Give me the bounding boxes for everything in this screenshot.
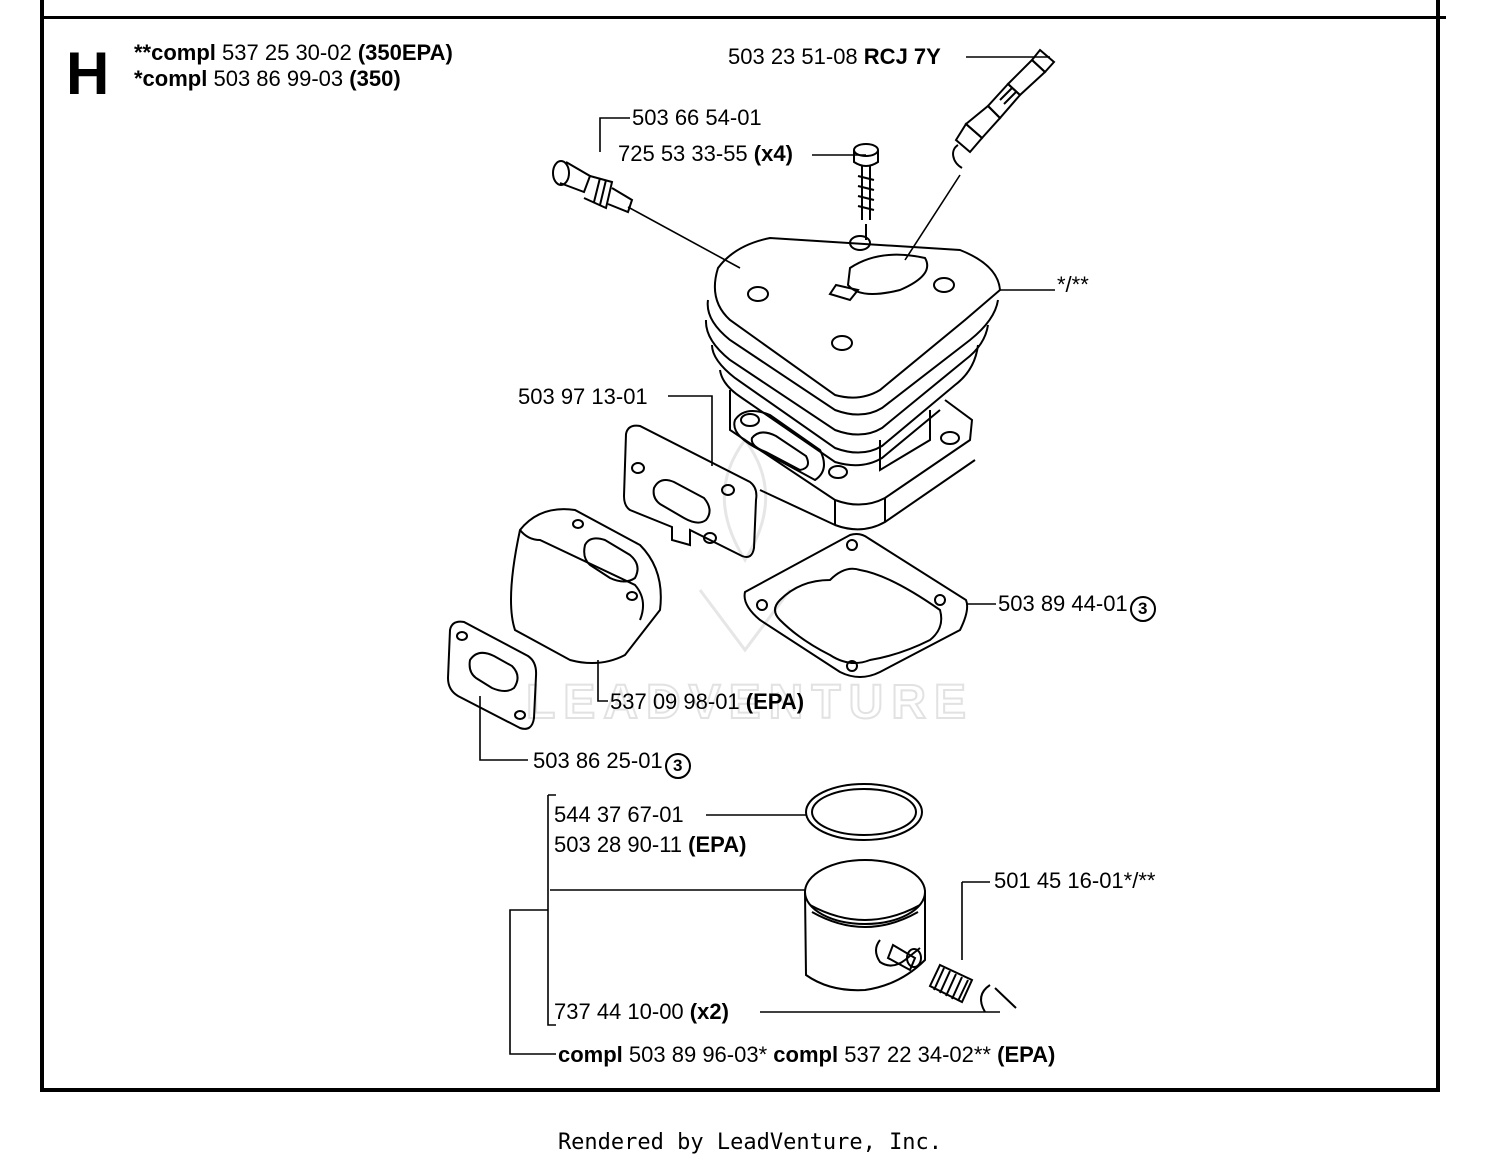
screw-number: 725 53 33-55 (618, 141, 748, 166)
section-letter: H (66, 40, 110, 107)
piston-kit-note: (EPA) (997, 1042, 1056, 1067)
screw-label[interactable]: 725 53 33-55 (x4) (618, 143, 793, 165)
piston-ring-2-number: 503 28 90-11 (554, 832, 683, 857)
needle-bearing-label[interactable]: 501 45 16-01*/** (994, 870, 1155, 892)
circlip-qty: (x2) (689, 999, 729, 1024)
piston-ring-2-label[interactable]: 503 28 90-11 (EPA) (554, 834, 746, 856)
base-gasket-drawing (743, 533, 969, 678)
header-line-2-prefix: *compl (134, 66, 208, 91)
heat-shield-note: (EPA) (745, 689, 805, 714)
header-line-1-number: 537 25 30-02 (222, 40, 352, 65)
circlip-label[interactable]: 737 44 10-00 (x2) (554, 1001, 729, 1023)
cylinder-note: */** (1057, 272, 1089, 297)
piston-kit-number-b: 537 22 34-02** (844, 1042, 991, 1067)
heat-shield-drawing (510, 508, 662, 665)
muffler-gasket-number: 503 97 13-01 (518, 384, 648, 409)
header-line-1: **compl 537 25 30-02 (350EPA) (134, 42, 453, 64)
piston-kit-label[interactable]: compl 503 89 96-03* compl 537 22 34-02**… (558, 1044, 1055, 1066)
decomp-valve-number: 503 66 54-01 (632, 105, 762, 130)
base-gasket-badge: 3 (1129, 596, 1156, 622)
diagram-frame (40, 0, 1440, 1092)
needle-bearing-drawing (928, 963, 974, 1004)
screw-qty: (x4) (753, 141, 793, 166)
decomp-valve-label[interactable]: 503 66 54-01 (632, 107, 762, 129)
heat-shield-label[interactable]: 537 09 98-01 (EPA) (610, 691, 804, 713)
base-gasket-number: 503 89 44-01 (998, 591, 1128, 616)
intake-gasket-number: 503 86 25-01 (533, 748, 663, 773)
decompression-valve-drawing (552, 160, 634, 214)
muffler-gasket-label[interactable]: 503 97 13-01 (518, 386, 648, 408)
cylinder-drawing (704, 235, 1002, 531)
footer-credit: Rendered by LeadVenture, Inc. (557, 1130, 943, 1155)
spark-plug-drawing (952, 48, 1056, 169)
frame-top-border (40, 16, 1446, 19)
header-line-2: *compl 503 86 99-03 (350) (134, 68, 401, 90)
header-line-2-number: 503 86 99-03 (213, 66, 344, 91)
header-line-1-model: (350EPA) (357, 40, 453, 65)
screw-drawing (853, 143, 879, 240)
spark-plug-note: RCJ 7Y (863, 44, 941, 69)
circlip-drawing (980, 984, 1017, 1013)
header-line-1-prefix: **compl (134, 40, 216, 65)
leader-lines (479, 56, 1055, 1055)
circlip-number: 737 44 10-00 (554, 999, 684, 1024)
intake-gasket-badge: 3 (664, 753, 691, 779)
muffler-gasket-drawing (622, 424, 758, 558)
piston-drawing (804, 859, 926, 992)
cylinder-label[interactable]: */** (1057, 274, 1089, 296)
header-line-2-model: (350) (349, 66, 401, 91)
heat-shield-number: 537 09 98-01 (610, 689, 740, 714)
piston-kit-number-a: 503 89 96-03* (628, 1042, 768, 1067)
watermark-logo (698, 437, 792, 653)
piston-ring-1-number: 544 37 67-01 (554, 802, 684, 827)
piston-kit-prefix-a: compl (558, 1042, 623, 1067)
piston-ring-1-label[interactable]: 544 37 67-01 (554, 804, 684, 826)
piston-kit-prefix-b: compl (773, 1042, 839, 1067)
spark-plug-number: 503 23 51-08 (728, 44, 858, 69)
piston-ring-2-note: (EPA) (688, 832, 747, 857)
spark-plug-label[interactable]: 503 23 51-08 RCJ 7Y (728, 46, 941, 68)
piston-ring-drawing (805, 783, 923, 841)
intake-gasket-drawing (446, 620, 538, 730)
needle-bearing-number: 501 45 16-01*/** (994, 868, 1156, 893)
